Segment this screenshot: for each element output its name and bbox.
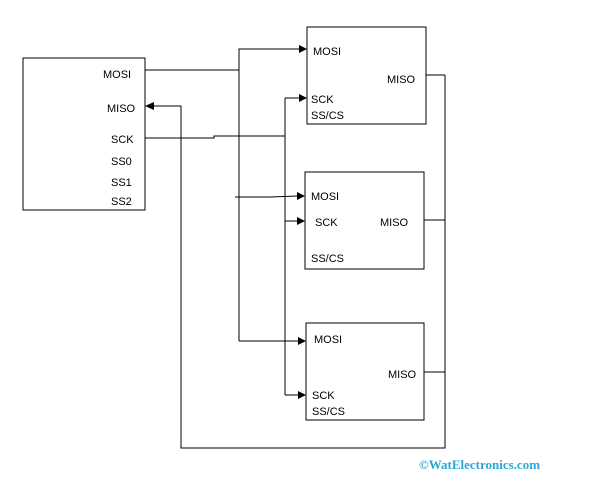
mosi-arrow-slave-3 <box>298 337 306 345</box>
slave-1: MOSI MISO SCK SS/CS <box>306 26 427 125</box>
master-sck-label: SCK <box>111 134 134 146</box>
slave-3-mosi-label: MOSI <box>314 334 342 346</box>
mosi-bus <box>145 45 307 345</box>
mosi-wire-slave-1 <box>145 48 300 71</box>
slave-2-cs-label: SS/CS <box>311 253 344 265</box>
miso-return-wire <box>153 75 446 449</box>
sck-bus <box>145 94 307 399</box>
slave-2-miso-label: MISO <box>380 217 409 229</box>
master-ss1-label: SS1 <box>111 177 132 189</box>
master-device: MOSI MISO SCK SS0 SS1 SS2 <box>22 57 146 211</box>
slave-3: MOSI MISO SCK SS/CS <box>305 322 425 421</box>
master-ss0-label: SS0 <box>111 156 132 168</box>
mosi-arrow-slave-1 <box>299 45 307 53</box>
slave-3-sck-label: SCK <box>312 390 335 402</box>
mosi-arrow-slave-2 <box>297 192 305 200</box>
slave-3-box <box>305 322 425 421</box>
slave-2-box <box>304 171 425 270</box>
master-ss2-label: SS2 <box>111 196 132 208</box>
master-box <box>22 57 146 211</box>
slave-1-miso-label: MISO <box>387 74 416 86</box>
sck-arrow-slave-1 <box>299 94 307 102</box>
slave-1-cs-label: SS/CS <box>311 110 344 122</box>
sck-arrow-slave-2 <box>297 217 305 225</box>
miso-arrow-master <box>145 102 154 110</box>
slave-1-mosi-label: MOSI <box>313 46 341 58</box>
slave-1-sck-label: SCK <box>311 94 334 106</box>
slave-2-mosi-label: MOSI <box>311 191 339 203</box>
slave-2-sck-label: SCK <box>315 217 338 229</box>
mosi-wire-slave-2 <box>235 195 299 198</box>
watermark-text: ©WatElectronics.com <box>419 457 540 472</box>
sck-arrow-slave-3 <box>298 391 306 399</box>
slave-1-box <box>306 26 427 125</box>
slave-3-miso-label: MISO <box>388 369 417 381</box>
slave-3-cs-label: SS/CS <box>312 406 345 418</box>
master-miso-label: MISO <box>107 103 136 115</box>
miso-bus <box>145 74 446 449</box>
master-mosi-label: MOSI <box>103 69 131 81</box>
sck-wire-master <box>145 135 285 139</box>
slave-2: MOSI MISO SCK SS/CS <box>304 171 425 270</box>
